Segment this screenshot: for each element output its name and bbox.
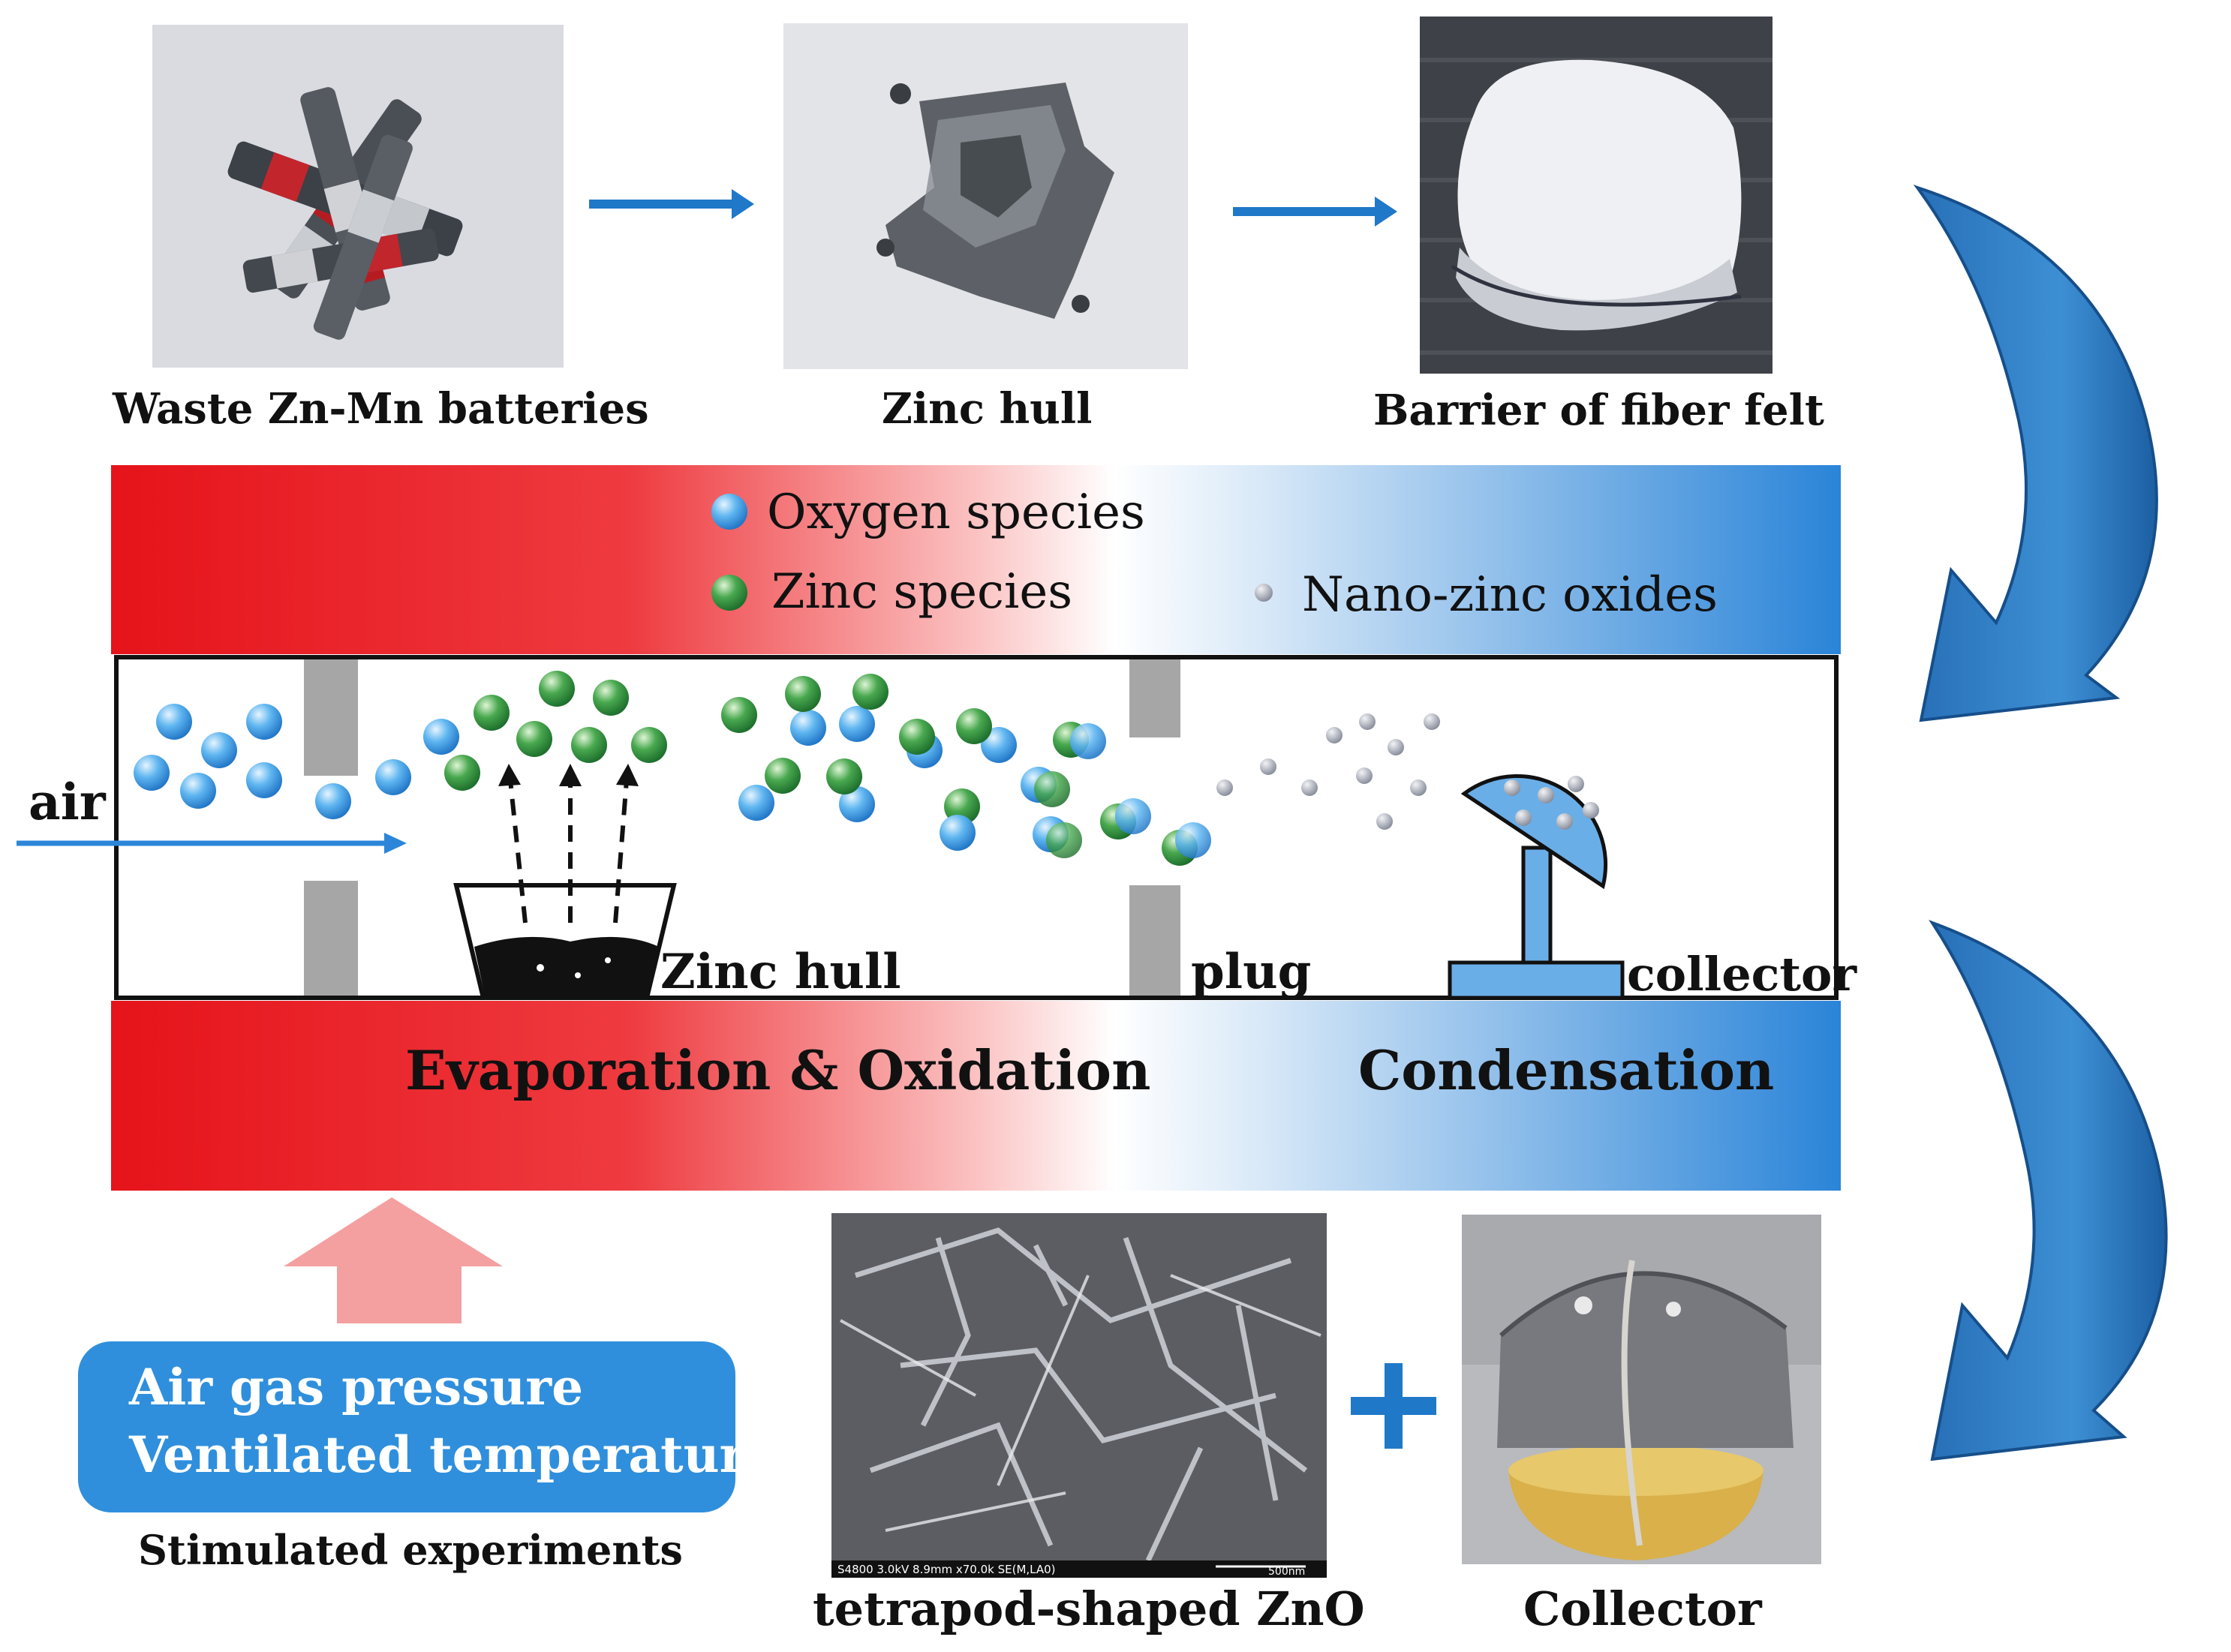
- fiber-felt-label: Barrier of fiber felt: [1373, 386, 1824, 435]
- flow-arrow-icon: [1233, 197, 1397, 227]
- fused-particles: [940, 722, 1211, 866]
- nano-legend-icon: [1255, 584, 1273, 602]
- plus-icon: [1351, 1363, 1436, 1449]
- plug-bottom: [1129, 885, 1180, 996]
- condensation-zone-label: Condensation: [1358, 1038, 1775, 1102]
- nano-particles: [1216, 713, 1440, 830]
- collector-photo: [1462, 1215, 1821, 1564]
- collector-photo-label: Collector: [1523, 1581, 1762, 1636]
- crucible: [453, 883, 677, 1000]
- svg-text:500nm: 500nm: [1268, 1566, 1305, 1578]
- evaporation-zone-label: Evaporation & Oxidation: [405, 1038, 1151, 1102]
- sem-label: tetrapod-shaped ZnO: [813, 1581, 1365, 1636]
- legend-band: [111, 465, 1841, 654]
- flow-arrow-icon: [589, 189, 754, 219]
- upward-arrow-icon: [284, 1197, 503, 1323]
- zinc-legend-label: Zinc species: [771, 564, 1073, 620]
- air-pressure-param: Air gas pressure: [129, 1358, 584, 1416]
- zinc-hull-photo-label: Zinc hull: [882, 384, 1093, 434]
- curved-arrow-icon: [1929, 920, 2168, 1461]
- waste-batteries-photo: [152, 25, 564, 368]
- oxygen-legend-icon: [711, 494, 747, 530]
- zinc-legend-icon: [711, 575, 747, 611]
- plug-top: [1129, 659, 1180, 737]
- air-inlet-arrow: [17, 833, 407, 854]
- zinc-hull-photo: [783, 23, 1188, 369]
- parameters-box: Air gas pressure Ventilated temperature: [78, 1341, 777, 1512]
- zone-band: [111, 1001, 1841, 1191]
- oxygen-legend-label: Oxygen species: [767, 485, 1145, 540]
- plug-label: plug: [1191, 944, 1312, 1000]
- sem-image: S4800 3.0kV 8.9mm x70.0k SE(M,LA0) 500nm: [831, 1213, 1327, 1578]
- stimulated-experiments-caption: Stimulated experiments: [138, 1526, 683, 1574]
- collector-device: [1448, 774, 1625, 1000]
- reactor-zinc-hull-label: Zinc hull: [660, 944, 901, 1000]
- fiber-felt-photo: [1420, 17, 1772, 374]
- vapor-arrows: [508, 779, 629, 924]
- batteries-label: Waste Zn-Mn batteries: [113, 384, 649, 434]
- nano-legend-label: Nano-zinc oxides: [1302, 567, 1718, 623]
- collector-label: collector: [1627, 947, 1857, 1002]
- temperature-param: Ventilated temperature: [129, 1425, 777, 1484]
- air-label: air: [29, 773, 106, 831]
- baffle-top: [304, 659, 358, 776]
- curved-arrow-icon: [1913, 185, 2158, 722]
- baffle-bottom: [304, 881, 358, 996]
- svg-text:S4800 3.0kV 8.9mm x70.0k SE(M,: S4800 3.0kV 8.9mm x70.0k SE(M,LA0): [837, 1563, 1056, 1576]
